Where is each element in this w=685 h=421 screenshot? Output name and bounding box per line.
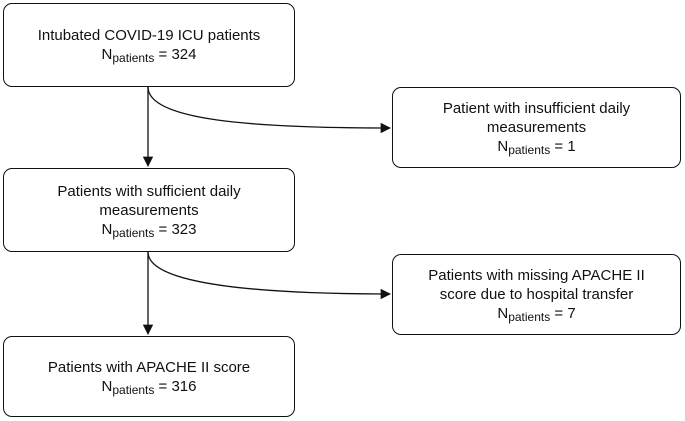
box-label: measurements <box>99 201 199 219</box>
box-apache-score: Patients with APACHE II score Npatients … <box>3 336 295 417</box>
box-sufficient-measurements: Patients with sufficient daily measureme… <box>3 168 295 252</box>
box-label: Intubated COVID-19 ICU patients <box>37 27 261 44</box>
patient-count: Npatients = 323 <box>101 220 197 240</box>
box-label: score due to hospital transfer <box>439 286 634 303</box>
box-label: measurements <box>486 119 587 136</box>
box-missing-apache-score: Patients with missing APACHE II score du… <box>392 254 681 335</box>
box-label: Patients with missing APACHE II <box>428 267 645 284</box>
arrow-exclusion-1-to-2 <box>147 86 392 134</box>
box-label: Patient with insufficient daily <box>442 100 631 117</box>
patient-count: Npatients = 7 <box>497 305 576 324</box>
patient-count: Npatients = 324 <box>101 46 197 65</box>
box-label: Patients with APACHE II score <box>47 358 251 376</box>
box-label: Patients with sufficient daily <box>57 182 241 200</box>
box-intubated-patients: Intubated COVID-19 ICU patients Npatient… <box>3 3 295 87</box>
patient-count: Npatients = 1 <box>497 138 576 157</box>
arrow-exclusion-3-to-4 <box>147 251 392 300</box>
box-insufficient-measurements: Patient with insufficient daily measurem… <box>392 87 681 168</box>
patient-count: Npatients = 316 <box>101 377 197 397</box>
